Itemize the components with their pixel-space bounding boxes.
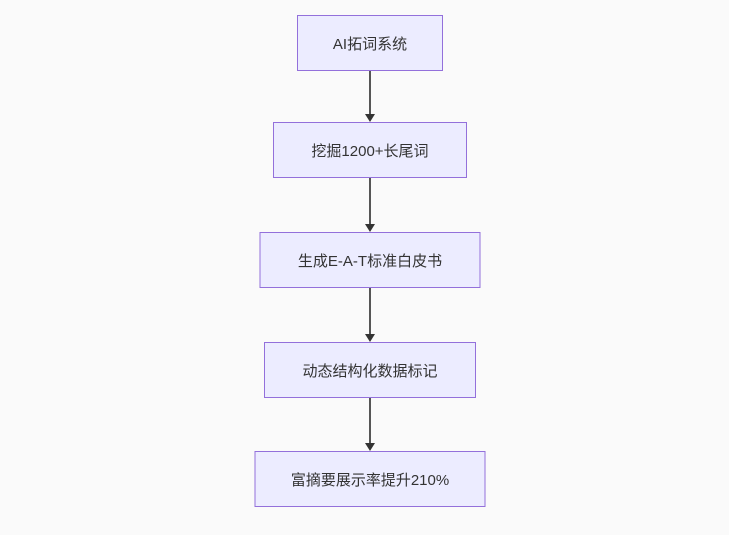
arrowhead-icon [365, 334, 375, 342]
flow-node-label: 动态结构化数据标记 [302, 362, 438, 380]
flow-node-eat-whitepaper: 生成E-A-T标准白皮书 [259, 232, 481, 288]
flow-node-structured-data: 动态结构化数据标记 [264, 342, 476, 398]
arrow-down-icon [364, 71, 376, 122]
flow-node-label: AI拓词系统 [332, 35, 408, 53]
arrow-line [369, 178, 371, 224]
flow-node-longtail-mining: 挖掘1200+长尾词 [273, 122, 467, 178]
arrow-line [369, 71, 371, 114]
flow-node-label: 挖掘1200+长尾词 [311, 142, 429, 160]
arrow-line [369, 288, 371, 334]
arrow-down-icon [364, 288, 376, 342]
arrowhead-icon [365, 224, 375, 232]
arrow-line [369, 398, 371, 443]
arrowhead-icon [365, 443, 375, 451]
flow-node-label: 富摘要展示率提升210% [290, 471, 450, 489]
arrow-down-icon [364, 178, 376, 232]
flow-node-ai-keyword-system: AI拓词系统 [297, 15, 443, 71]
arrowhead-icon [365, 114, 375, 122]
flow-node-rich-snippet-rate: 富摘要展示率提升210% [254, 451, 486, 507]
arrow-down-icon [364, 398, 376, 451]
flow-node-label: 生成E-A-T标准白皮书 [297, 252, 443, 270]
